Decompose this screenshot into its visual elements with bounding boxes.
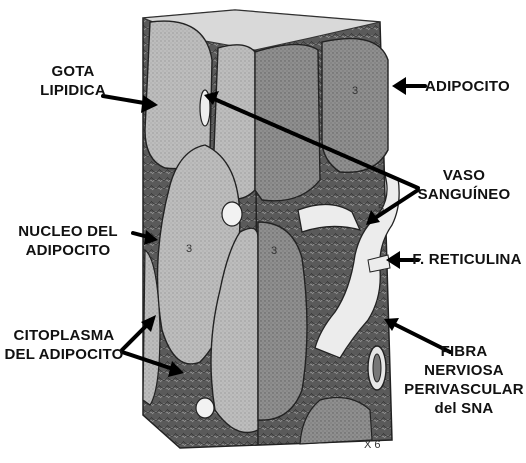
label-f-reticulina: F. RETICULINA [410, 250, 524, 269]
label-nucleo-line-2: ADIPOCITO [6, 241, 130, 260]
label-fibra-line-4: del SNA [404, 399, 524, 418]
cell-number-3-top: 3 [352, 85, 358, 97]
label-gota-lipidica-line-2: LIPIDICA [38, 81, 108, 100]
cell-number-3-left: 3 [186, 243, 192, 255]
label-vaso-sanguineo: VASO SANGUÍNEO [414, 166, 514, 204]
label-gota-lipidica-line-1: GOTA [38, 62, 108, 81]
label-citoplasma-line-1: CITOPLASMA [2, 326, 126, 345]
label-citoplasma-del-adipocito: CITOPLASMA DEL ADIPOCITO [2, 326, 126, 364]
label-adipocito-text: ADIPOCITO [425, 77, 525, 96]
label-reticulina-text: F. RETICULINA [410, 250, 524, 269]
label-adipocito: ADIPOCITO [425, 77, 525, 96]
label-fibra-nerviosa: FIBRA NERVIOSA PERIVASCULAR del SNA [404, 342, 524, 418]
label-nucleo-del-adipocito: NUCLEO DEL ADIPOCITO [6, 222, 130, 260]
label-vaso-line-2: SANGUÍNEO [414, 185, 514, 204]
label-vaso-line-1: VASO [414, 166, 514, 185]
label-fibra-line-1: FIBRA [404, 342, 524, 361]
magnification-mark: X 6 [364, 439, 381, 451]
label-citoplasma-line-2: DEL ADIPOCITO [2, 345, 126, 364]
label-fibra-line-2: NERVIOSA [404, 361, 524, 380]
cell-number-3-right: 3 [271, 245, 277, 257]
arrowhead-adipocito [392, 77, 406, 95]
label-fibra-line-3: PERIVASCULAR [404, 380, 524, 399]
label-nucleo-line-1: NUCLEO DEL [6, 222, 130, 241]
label-gota-lipidica: GOTA LIPIDICA [38, 62, 108, 100]
